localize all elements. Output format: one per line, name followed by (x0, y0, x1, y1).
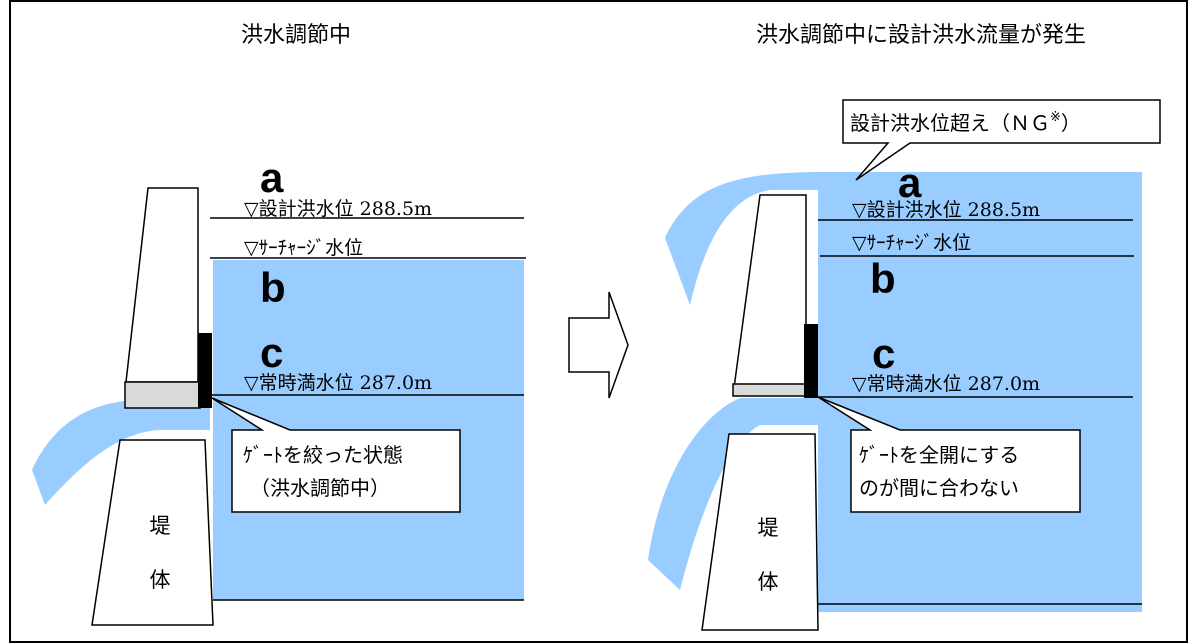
left-callout-line-2: （洪水調節中） (250, 476, 390, 500)
right-normal-level-label: ▽常時満水位 287.0m (852, 373, 1040, 395)
left-gate-sill (124, 381, 201, 409)
transition-arrow-icon (568, 291, 629, 399)
left-normal-level-label: ▽常時満水位 287.0m (244, 372, 432, 394)
right-panel-title: 洪水調節中に設計洪水流量が発生 (756, 23, 1086, 48)
right-reservoir-water (818, 172, 1142, 612)
left-dam-upper (125, 187, 199, 383)
right-outflow-water (648, 398, 820, 590)
right-design-flood-label: ▽設計洪水位 288.5m (852, 199, 1040, 221)
right-dam-char-1: 堤 (758, 516, 779, 540)
right-ng-callout-text: 設計洪水位超え（ＮＧ※） (850, 110, 1081, 135)
right-dam-upper (733, 194, 807, 389)
right-ng-callout-box (842, 99, 1161, 181)
left-design-flood-label: ▽設計洪水位 288.5m (244, 198, 432, 220)
left-dam-char-2: 体 (150, 568, 171, 592)
right-gate (804, 324, 818, 398)
left-label-a: a (260, 154, 284, 201)
right-callout-line-2: のが間に合わない (859, 476, 1019, 500)
right-surcharge-label: ▽ｻｰﾁｬｰｼﾞ水位 (852, 232, 971, 254)
right-dam-char-2: 体 (758, 570, 779, 594)
right-dam-lower (701, 433, 819, 631)
left-panel: 洪水調節中 堤 体 ▽設計洪水位 288.5m ▽ｻｰﾁｬｰｼﾞ水位 ▽常時満水… (32, 23, 526, 626)
left-label-c: c (260, 329, 283, 376)
left-gate (198, 333, 212, 408)
right-label-b: b (870, 255, 896, 302)
right-overflow-water (665, 172, 825, 305)
left-panel-title: 洪水調節中 (241, 23, 351, 48)
right-callout-line-1: ｹﾞｰﾄを全開にする (859, 443, 1019, 467)
right-callout-box (817, 396, 1081, 513)
right-panel: 洪水調節中に設計洪水流量が発生 堤 体 ▽設計洪水位 288.5m ▽ｻｰﾁｬｰ… (648, 23, 1161, 631)
left-dam-lower (91, 439, 214, 626)
left-outflow-water (32, 399, 210, 505)
outer-frame (9, 0, 1188, 643)
left-label-b: b (260, 264, 286, 311)
left-callout-line-1: ｹﾞｰﾄを絞った状態 (243, 443, 403, 467)
right-label-c: c (872, 330, 895, 377)
right-label-a: a (898, 159, 922, 206)
left-surcharge-label: ▽ｻｰﾁｬｰｼﾞ水位 (244, 237, 363, 259)
left-dam-char-1: 堤 (150, 514, 171, 538)
right-gate-sill (732, 383, 807, 397)
left-callout-box (211, 397, 461, 513)
